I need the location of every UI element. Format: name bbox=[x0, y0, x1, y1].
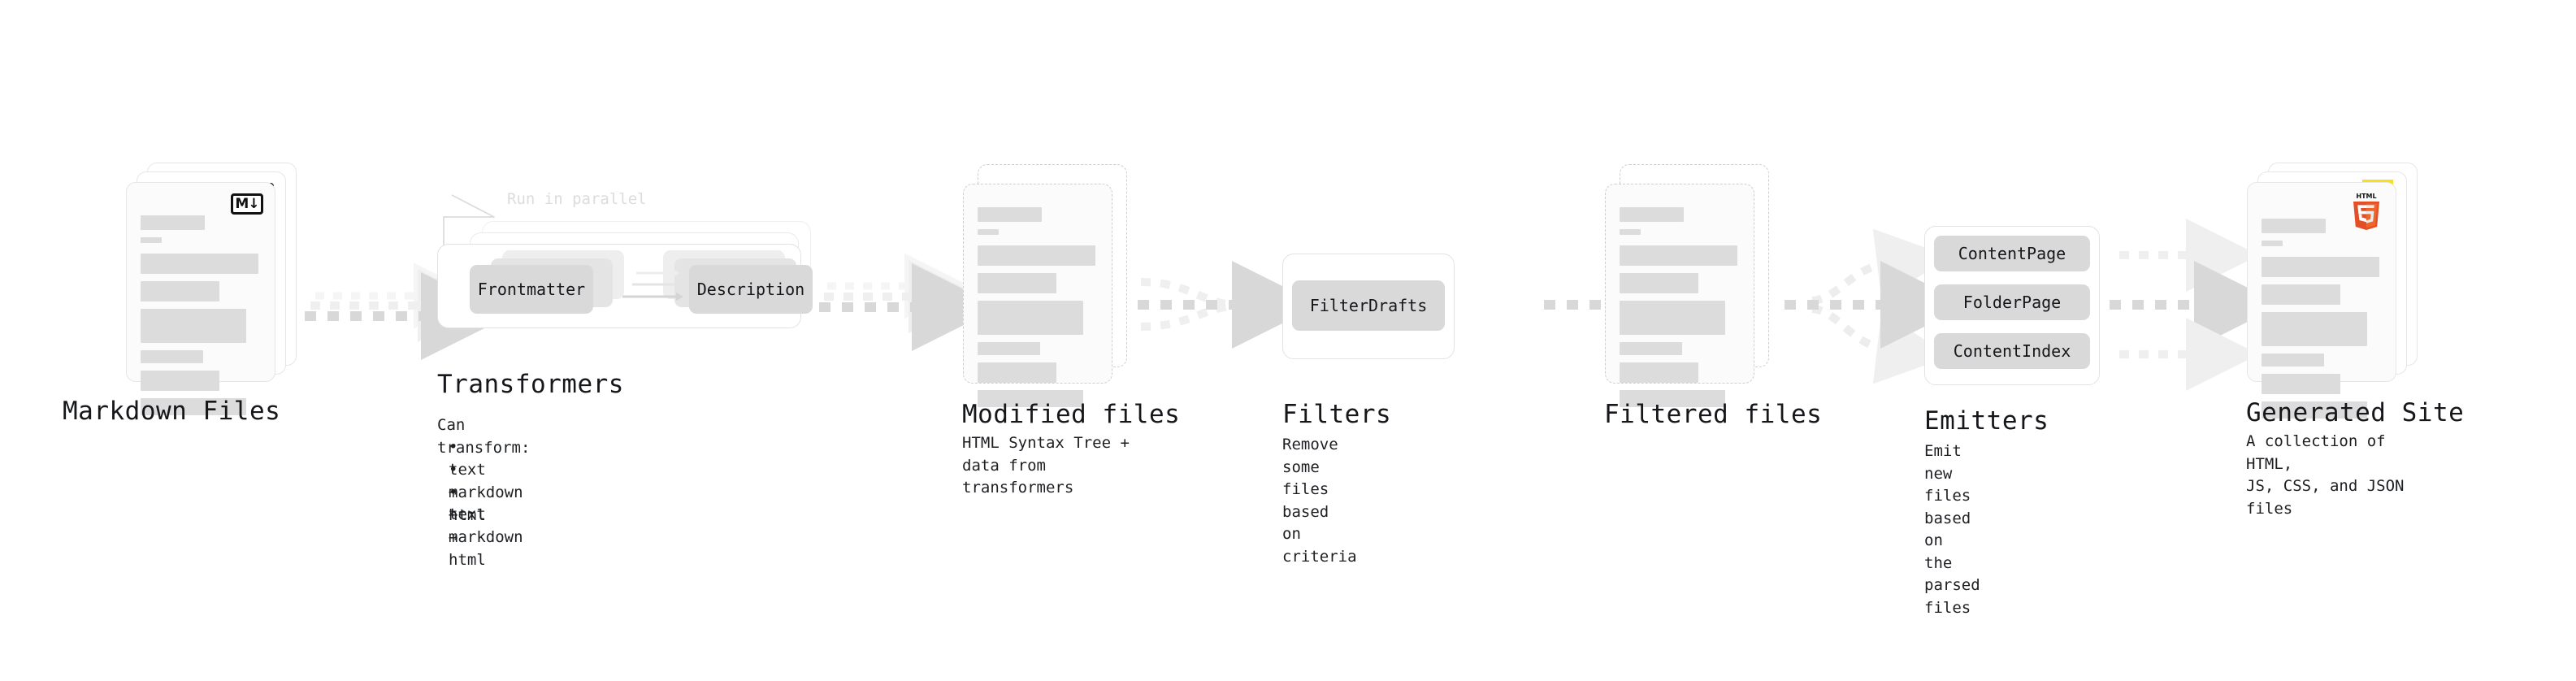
generated-html-file: HTML bbox=[2247, 182, 2396, 419]
generated-site-desc: A collection of HTML, JS, CSS, and JSON … bbox=[2246, 432, 2405, 518]
chip-contentindex-label: ContentIndex bbox=[1953, 341, 2071, 361]
stage-title-markdown-files: Markdown Files bbox=[63, 397, 281, 426]
arrow-markdown-to-transformers bbox=[305, 262, 509, 360]
generated-site-file-stack: CSS HTML bbox=[2247, 163, 2418, 419]
stage-modified-files: Modified files HTML Syntax Tree + data f… bbox=[962, 164, 1180, 497]
chip-frontmatter[interactable]: Frontmatter bbox=[470, 265, 593, 314]
chip-contentpage[interactable]: ContentPage bbox=[1934, 236, 2090, 271]
stage-title-filters: Filters bbox=[1282, 400, 1392, 429]
chip-description[interactable]: Description bbox=[689, 265, 813, 314]
chip-frontmatter-label: Frontmatter bbox=[477, 280, 586, 299]
filtered-file-front bbox=[1605, 184, 1754, 407]
arrow-filtered-to-emitters bbox=[1785, 228, 1968, 384]
chip-filterdrafts-label: FilterDrafts bbox=[1309, 296, 1428, 315]
markdown-icon: M↓ bbox=[231, 193, 263, 215]
modified-file-front bbox=[963, 184, 1112, 407]
document-placeholder-lines bbox=[978, 207, 1100, 407]
modified-file-stack bbox=[963, 164, 1134, 407]
stage-title-filtered-files: Filtered files bbox=[1604, 400, 1823, 429]
chip-contentindex[interactable]: ContentIndex bbox=[1934, 333, 2090, 369]
document-placeholder-lines bbox=[1620, 207, 1742, 407]
transformers-rule-2: • markdown → markdown bbox=[449, 461, 523, 546]
document-placeholder-lines bbox=[2262, 219, 2384, 419]
html5-icon: HTML bbox=[2353, 193, 2379, 230]
chip-filterdrafts[interactable]: FilterDrafts bbox=[1292, 280, 1445, 331]
stage-title-modified-files: Modified files bbox=[962, 400, 1181, 429]
chip-contentpage-label: ContentPage bbox=[1958, 244, 2066, 263]
stage-markdown-files: M↓ M↓ M↓ Markdown Files bbox=[63, 163, 297, 426]
chip-description-label: Description bbox=[696, 280, 805, 299]
markdown-file-stack: M↓ M↓ M↓ bbox=[126, 163, 297, 415]
markdown-file-front: M↓ bbox=[126, 182, 275, 415]
stage-filtered-files: Filtered files bbox=[1604, 164, 1822, 429]
stage-generated-site: CSS HTML bbox=[2246, 163, 2464, 518]
emitters-desc: Emit new files based on the parsed files bbox=[1924, 442, 1980, 617]
arrow-emitters-to-site bbox=[2110, 219, 2282, 391]
filtered-file-stack bbox=[1605, 164, 1776, 407]
arrow-modified-to-filters bbox=[1138, 261, 1320, 349]
transformers-rule-1: • text → text bbox=[449, 438, 486, 523]
chip-folderpage-label: FolderPage bbox=[1962, 293, 2062, 312]
stage-title-generated-site: Generated Site bbox=[2246, 398, 2465, 427]
transformers-desc-heading: Can transform: bbox=[437, 416, 531, 457]
filters-desc: Remove some files based on criteria bbox=[1282, 436, 1357, 566]
document-placeholder-lines bbox=[141, 215, 263, 415]
svg-text:HTML: HTML bbox=[2356, 193, 2376, 200]
transformers-rule-3: • html → html bbox=[449, 484, 486, 569]
transformer-internal-arrows bbox=[622, 269, 683, 301]
modified-files-desc: HTML Syntax Tree + data from transformer… bbox=[962, 434, 1130, 497]
stage-title-emitters: Emitters bbox=[1924, 406, 2049, 436]
run-in-parallel-bracket bbox=[443, 194, 495, 249]
run-in-parallel-label: Run in parallel bbox=[507, 190, 647, 208]
stage-title-transformers: Transformers bbox=[437, 370, 624, 399]
arrow-transformers-to-modified bbox=[819, 253, 1000, 351]
chip-folderpage[interactable]: FolderPage bbox=[1934, 284, 2090, 320]
